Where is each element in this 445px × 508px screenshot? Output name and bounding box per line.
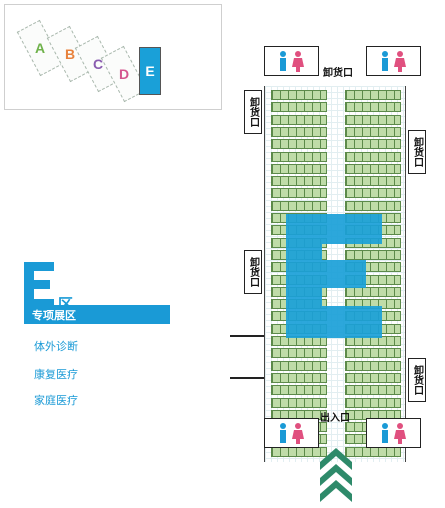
zone-banner: 专项展区 xyxy=(24,305,170,324)
hall-map: 卸货口 卸货口 卸货口 卸货口 卸货口 出入口 xyxy=(224,46,445,508)
booth-row[interactable] xyxy=(271,188,327,199)
booth-row[interactable] xyxy=(345,102,401,113)
hall-a-label: A xyxy=(34,40,46,56)
booth-row[interactable] xyxy=(345,397,401,408)
restroom-bottom-right xyxy=(366,418,421,448)
booth-row[interactable] xyxy=(345,286,401,297)
booth-row[interactable] xyxy=(271,90,327,100)
unloading-right-1: 卸货口 xyxy=(408,130,426,174)
entry-line-2 xyxy=(230,377,264,379)
hall-e-label: E xyxy=(145,63,155,79)
booth-row[interactable] xyxy=(271,139,327,150)
booth-row[interactable] xyxy=(345,151,401,162)
booth-row[interactable] xyxy=(345,360,401,371)
unloading-top: 卸货口 xyxy=(323,68,353,79)
hall-d-label: D xyxy=(118,66,130,82)
booth-row[interactable] xyxy=(345,163,401,174)
booth-row[interactable] xyxy=(271,114,327,125)
booth-row[interactable] xyxy=(271,372,327,383)
restroom-icon xyxy=(382,423,406,444)
restroom-icon xyxy=(382,51,406,72)
category-rehab[interactable]: 康复医疗 xyxy=(34,369,78,381)
booth-row[interactable] xyxy=(271,360,327,371)
booth-row[interactable] xyxy=(345,348,401,359)
booth-row[interactable] xyxy=(271,385,327,396)
overview-map: A B C D E xyxy=(4,4,222,110)
unloading-right-2: 卸货口 xyxy=(408,358,426,402)
booth-row[interactable] xyxy=(271,102,327,113)
booth-row[interactable] xyxy=(345,200,401,211)
restroom-icon xyxy=(280,423,304,444)
restroom-bottom-left xyxy=(264,418,319,448)
entrance-arrows-icon[interactable] xyxy=(318,444,354,504)
booth-row[interactable] xyxy=(345,90,401,100)
booth-row[interactable] xyxy=(345,372,401,383)
booth-row[interactable] xyxy=(345,188,401,199)
booth-row[interactable] xyxy=(345,249,401,260)
booth-row[interactable] xyxy=(345,126,401,137)
restroom-icon xyxy=(280,51,304,72)
booth-row[interactable] xyxy=(271,176,327,187)
zone-letter-graphic xyxy=(24,262,54,308)
entry-line-1 xyxy=(230,335,264,337)
booth-row[interactable] xyxy=(345,139,401,150)
booth-row[interactable] xyxy=(345,176,401,187)
zone-title: 专项展区 xyxy=(32,310,76,322)
category-home[interactable]: 家庭医疗 xyxy=(34,395,78,407)
booth-row[interactable] xyxy=(271,151,327,162)
booth-row[interactable] xyxy=(271,163,327,174)
booth-row[interactable] xyxy=(271,200,327,211)
zone-e-highlight xyxy=(286,214,382,338)
booth-row[interactable] xyxy=(271,397,327,408)
category-ivd[interactable]: 体外诊断 xyxy=(34,341,78,353)
hall-e[interactable]: E xyxy=(139,47,161,95)
unloading-left-1: 卸货口 xyxy=(244,90,262,134)
booth-row[interactable] xyxy=(345,385,401,396)
booth-row[interactable] xyxy=(271,126,327,137)
entrance-label: 出入口 xyxy=(320,413,350,424)
booth-row[interactable] xyxy=(345,114,401,125)
unloading-left-2: 卸货口 xyxy=(244,250,262,294)
booth-row[interactable] xyxy=(271,348,327,359)
restroom-top-right xyxy=(366,46,421,76)
restroom-top-left xyxy=(264,46,319,76)
